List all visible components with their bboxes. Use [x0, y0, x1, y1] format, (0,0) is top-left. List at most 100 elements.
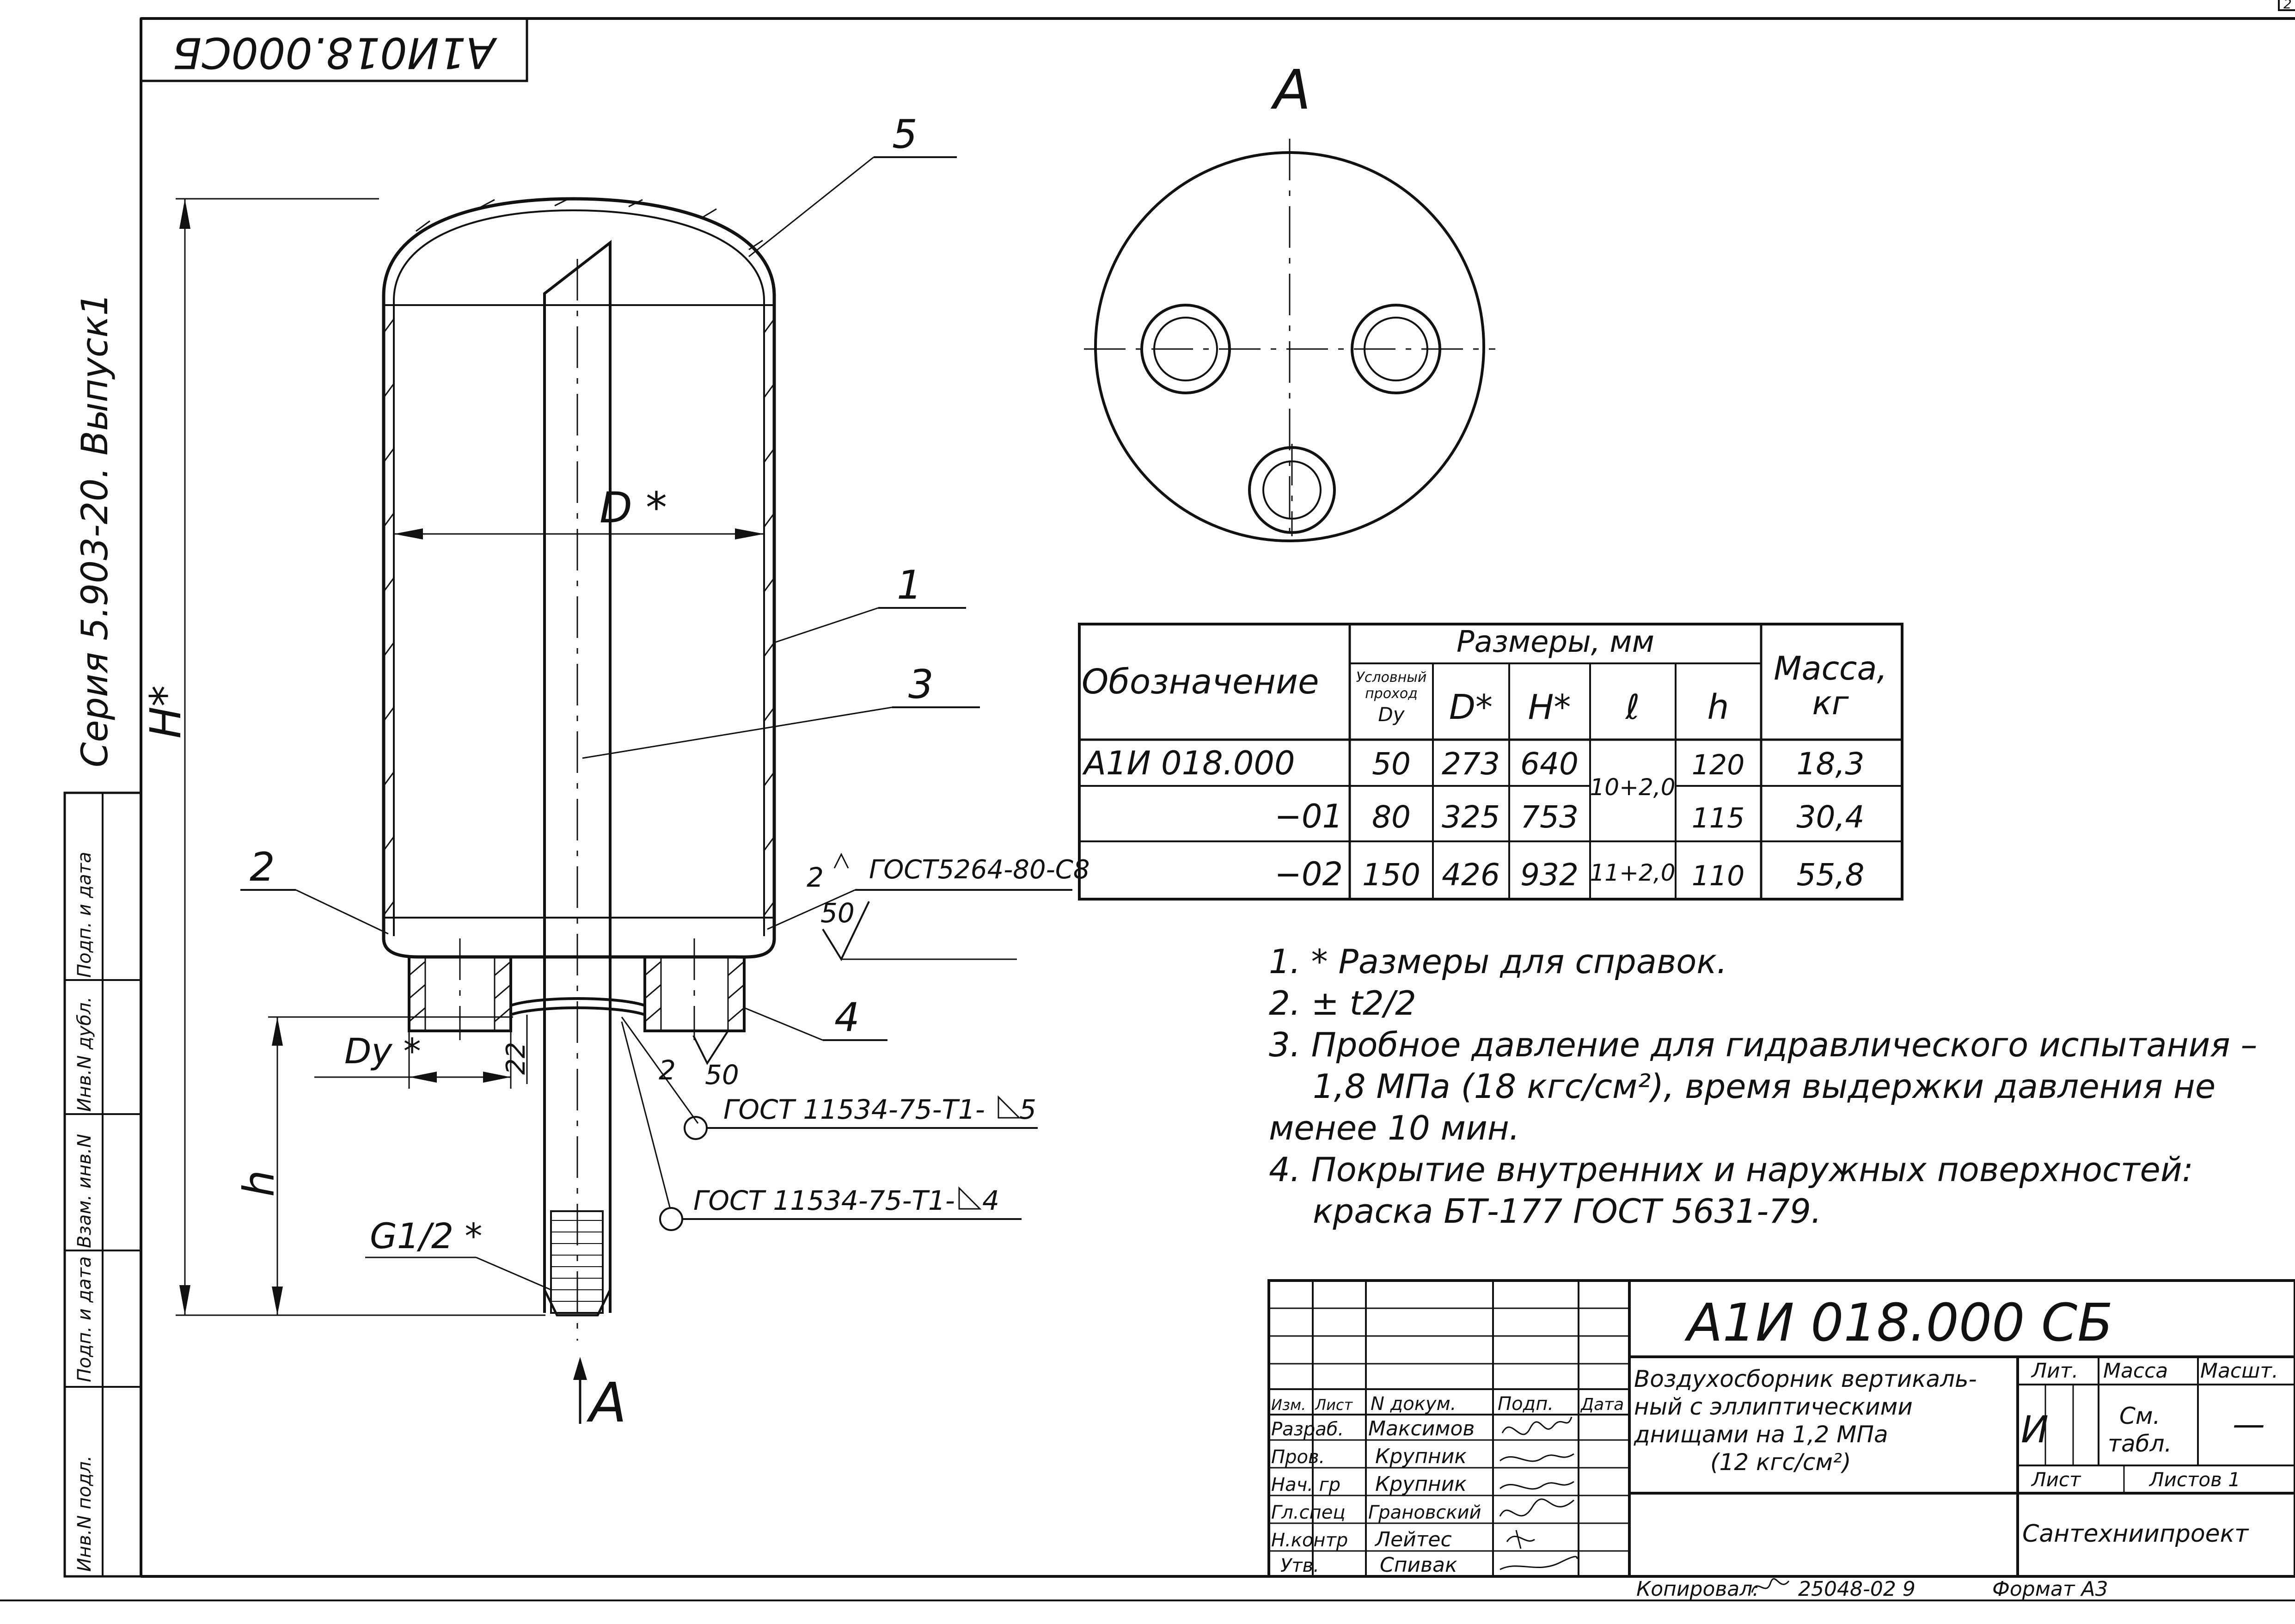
size-table: Обозначение Размеры, мм Масса, кг Условн…	[1078, 623, 1903, 901]
sheet-label: Лист	[2031, 1468, 2081, 1491]
col-label-list: Лист	[1315, 1396, 1353, 1414]
vessel-inner-shell	[393, 209, 765, 936]
organization: Сантехниипроект	[2022, 1520, 2249, 1548]
note-4-cont: краска БТ-177 ГОСТ 5631-79.	[1313, 1192, 1822, 1231]
col-label-podp: Подп.	[1498, 1393, 1554, 1415]
title-product-line-4: (12 кгс/см²)	[1710, 1449, 1851, 1476]
row-designation: −02	[1274, 855, 1343, 893]
sheets-label: Листов 1	[2148, 1468, 2240, 1491]
view-A: А	[1084, 58, 1495, 542]
table-row: −02 150 426 932 110 55,8	[1274, 855, 1864, 893]
series-label: Серия 5.903-20. Выпуск1	[74, 293, 116, 767]
footer: Копировал: 25048-02 9 Формат А3	[1636, 1577, 2108, 1601]
weld2-size: 5	[1019, 1094, 1036, 1125]
weld2-leg: 2	[659, 1054, 676, 1086]
row-mass: 55,8	[1797, 857, 1865, 893]
table-header-mass-2: кг	[1812, 684, 1849, 722]
title-product-line-2: ный с эллиптическими	[1634, 1393, 1913, 1420]
row-H: 640	[1520, 746, 1579, 782]
right-nozzle	[643, 938, 746, 1040]
weld2-roughness: 50	[705, 1059, 739, 1091]
title-product-line-1: Воздухосборник вертикаль-	[1634, 1366, 1977, 1392]
footer-copied: Копировал:	[1636, 1577, 1759, 1601]
weld-symbols: 2 ГОСТ5264-80-С8 50 2 50 ГОСТ 11534-75-Т…	[621, 852, 1090, 1231]
mass-value-1: См.	[2119, 1403, 2160, 1429]
weld1-leg: 2	[807, 862, 824, 893]
title-block: А1И 018.000 СБ Воздухосборник вертикаль-…	[1267, 1279, 2295, 1578]
note-3-cont-2: менее 10 мин.	[1269, 1109, 1520, 1147]
name-prov: Крупник	[1375, 1445, 1467, 1468]
corner-code-text: А1И018.000СБ	[172, 28, 497, 78]
callout-4: 4	[834, 994, 860, 1041]
row-dy: 50	[1372, 746, 1411, 782]
row-dy: 80	[1372, 799, 1411, 835]
corner-code-box: А1И018.000СБ	[140, 17, 528, 82]
table-col-H: H*	[1528, 687, 1571, 727]
view-label-top: А	[1270, 58, 1311, 122]
role-gl-spec: Гл.спец	[1271, 1502, 1346, 1523]
row-h: 110	[1692, 860, 1745, 892]
mass-value-2: табл.	[2108, 1430, 2172, 1457]
row-designation: −01	[1274, 797, 1343, 835]
view-label-bottom: А	[586, 1371, 627, 1434]
stamp-inv-dubl: Инв.N дубл.	[74, 997, 95, 1112]
table-l-value-1: 10+2,0	[1590, 774, 1675, 801]
corner-sheet-mark: 2	[2283, 0, 2292, 12]
table-row: А1И 018.000 50 273 640 120 18,3	[1082, 744, 1864, 782]
name-razrab: Максимов	[1368, 1417, 1475, 1440]
title-product-line-3: днищами на 1,2 МПа	[1634, 1421, 1888, 1448]
table-header-dy-1: Условный	[1356, 669, 1427, 686]
vessel-elevation	[382, 197, 776, 1341]
callout-2: 2	[250, 844, 275, 890]
note-2: 2. ± t2/2	[1269, 984, 1416, 1023]
note-3-cont-1: 1,8 МПа (18 кгс/см²), время выдержки дав…	[1313, 1067, 2215, 1106]
technical-notes: 1. * Размеры для справок. 2. ± t2/2 3. П…	[1269, 942, 2258, 1231]
weld3-size: 4	[982, 1185, 999, 1216]
col-label-ndokum: N докум.	[1371, 1393, 1457, 1415]
table-header-dy-3: Dy	[1378, 703, 1405, 726]
dimensions: H* D * h Dy * 22 G1/2 *	[141, 198, 764, 1316]
copier-signature	[1751, 1578, 1790, 1593]
weld3-gost: ГОСТ 11534-75-Т1-	[693, 1185, 955, 1216]
section-arrow-A: А	[573, 1357, 627, 1434]
row-h: 115	[1692, 802, 1745, 834]
role-prov: Пров.	[1271, 1446, 1325, 1468]
callouts: 5 1 3 2 4	[240, 111, 980, 1041]
row-D: 426	[1442, 857, 1500, 893]
row-h: 120	[1692, 749, 1745, 781]
col-label-izm: Изм.	[1271, 1396, 1306, 1414]
role-n-kontr: Н.контр	[1271, 1530, 1348, 1551]
weld1-gost: ГОСТ5264-80-С8	[869, 855, 1090, 885]
name-nach-gr: Крупник	[1375, 1472, 1467, 1496]
note-3: 3. Пробное давление для гидравлического …	[1269, 1025, 2258, 1064]
table-header-designation: Обозначение	[1082, 662, 1319, 702]
dim-D: D *	[600, 483, 667, 533]
dim-h: h	[234, 1170, 284, 1197]
stamp-vzam-inv: Взам. инв.N	[74, 1134, 95, 1248]
note-4: 4. Покрытие внутренних и наружных поверх…	[1269, 1150, 2193, 1189]
role-utv: Утв.	[1280, 1555, 1319, 1576]
left-nozzle	[408, 938, 512, 1040]
name-n-kontr: Лейтес	[1374, 1528, 1452, 1551]
scale-label: Масшт.	[2200, 1359, 2278, 1383]
row-mass: 30,4	[1797, 799, 1865, 835]
title-doc-code: А1И 018.000 СБ	[1684, 1293, 2113, 1353]
vessel-outer-shell	[382, 197, 776, 959]
side-stamp: Инв.N подл. Подп. и дата Взам. инв.N Инв…	[63, 791, 142, 1578]
stamp-podp-data-2: Подп. и дата	[74, 852, 95, 978]
row-designation: А1И 018.000	[1082, 744, 1295, 782]
weld1-roughness: 50	[820, 897, 855, 929]
callout-3: 3	[908, 662, 934, 708]
dim-thread: G1/2 *	[370, 1215, 482, 1256]
lit-label: Лит.	[2031, 1359, 2078, 1383]
note-1: 1. * Размеры для справок.	[1269, 942, 1727, 981]
lit-value: И	[2021, 1408, 2049, 1451]
mass-label: Масса	[2103, 1359, 2168, 1383]
dim-Dy: Dy *	[344, 1030, 421, 1072]
callout-1: 1	[897, 562, 922, 608]
row-D: 325	[1442, 799, 1500, 835]
table-row: −01 80 325 753 115 30,4	[1274, 797, 1864, 835]
name-gl-spec: Грановский	[1368, 1502, 1481, 1523]
